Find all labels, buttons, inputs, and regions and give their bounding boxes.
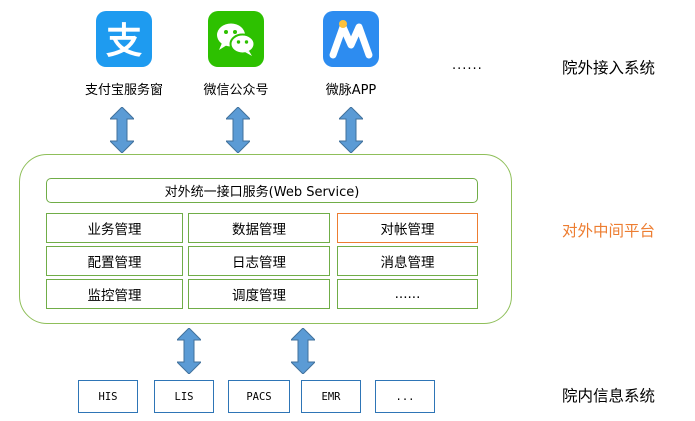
module-data: 数据管理 — [188, 213, 330, 243]
module-schedule: 调度管理 — [188, 279, 330, 309]
system-pacs: PACS — [228, 380, 290, 413]
system-his: HIS — [78, 380, 138, 413]
middle-platform-container — [19, 154, 512, 324]
system-label: HIS — [98, 390, 118, 403]
module-monitor: 监控管理 — [46, 279, 183, 309]
app-label-weimai: 微脉APP — [325, 83, 377, 98]
platform-title: 对外中间平台 — [562, 222, 656, 240]
system-label: PACS — [246, 390, 272, 403]
module-label: 调度管理 — [232, 288, 286, 304]
module-reconciliation: 对帐管理 — [337, 213, 478, 243]
internal-systems-title: 院内信息系统 — [562, 387, 656, 405]
module-label: 消息管理 — [380, 255, 435, 271]
module-config: 配置管理 — [46, 246, 183, 276]
module-more: ...... — [337, 279, 478, 309]
external-systems-title: 院外接入系统 — [562, 59, 656, 77]
web-service-box: 对外统一接口服务(Web Service) — [46, 178, 478, 203]
system-more: ... — [375, 380, 435, 413]
module-business: 业务管理 — [46, 213, 183, 243]
module-message: 消息管理 — [337, 246, 478, 276]
svg-text:支: 支 — [106, 21, 142, 62]
alipay-icon: 支 — [96, 11, 152, 67]
module-label: 配置管理 — [87, 255, 142, 271]
system-emr: EMR — [301, 380, 361, 413]
module-label: ...... — [394, 286, 421, 302]
more-apps-ellipsis: ...... — [452, 58, 483, 73]
app-label-alipay: 支付宝服务窗 — [84, 83, 163, 98]
app-label-wechat: 微信公众号 — [203, 83, 269, 98]
module-log: 日志管理 — [188, 246, 330, 276]
double-arrow-icon — [291, 328, 315, 374]
system-label: LIS — [174, 390, 194, 403]
web-service-label: 对外统一接口服务(Web Service) — [164, 185, 360, 200]
module-label: 业务管理 — [87, 222, 142, 238]
weimai-icon — [323, 11, 379, 67]
double-arrow-icon — [226, 107, 250, 153]
module-label: 日志管理 — [232, 255, 286, 271]
system-label: ... — [395, 390, 415, 403]
system-label: EMR — [321, 390, 341, 403]
double-arrow-icon — [339, 107, 363, 153]
wechat-icon — [208, 11, 264, 67]
module-label: 监控管理 — [87, 288, 142, 304]
double-arrow-icon — [110, 107, 134, 153]
module-label: 对帐管理 — [380, 222, 435, 238]
module-label: 数据管理 — [232, 222, 286, 238]
system-lis: LIS — [154, 380, 214, 413]
double-arrow-icon — [177, 328, 201, 374]
